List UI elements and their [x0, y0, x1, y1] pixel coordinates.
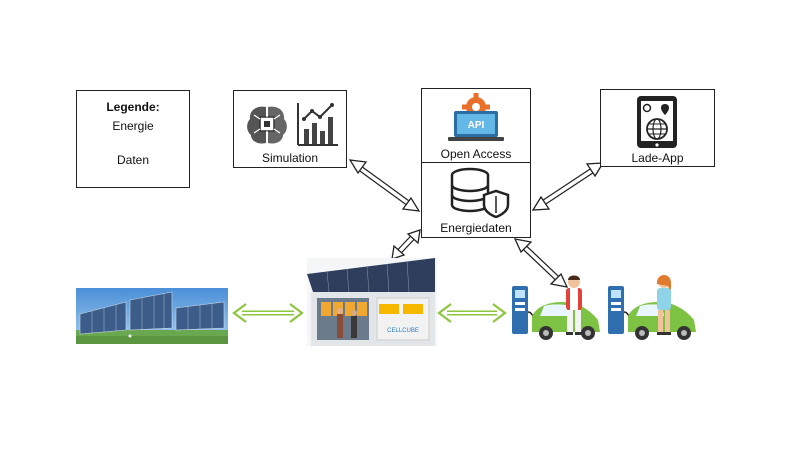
ev-charging-illustration: [512, 275, 696, 340]
simulation-box: Simulation: [233, 90, 347, 168]
arrow-simulation-energiedaten: [348, 159, 421, 212]
legend-energy-label: Energie: [112, 119, 154, 133]
energiedaten-label: Energiedaten: [440, 221, 512, 235]
charger-station-icon: [512, 286, 541, 334]
database-shield-icon: [450, 167, 510, 219]
legend-title: Legende:: [106, 100, 160, 114]
api-laptop-icon: API: [448, 93, 504, 141]
arrow-solar-container-energy: [232, 303, 304, 323]
simulation-label: Simulation: [261, 151, 319, 165]
simulation-icons: [247, 103, 338, 146]
brain-chip-icon: [247, 106, 287, 144]
api-badge: API: [468, 120, 485, 131]
energiedaten-box: Energiedaten: [421, 162, 531, 238]
container-brand-text: CELLCUBE: [387, 328, 419, 334]
open-access-box: API Open Access: [421, 88, 531, 164]
arrow-energiedaten-charging: [513, 238, 569, 288]
electric-car-icon: [532, 302, 600, 340]
person-man-icon: [566, 275, 582, 335]
solar-park-photo: [76, 288, 228, 344]
arrow-energiedaten-ladeapp: [531, 162, 605, 211]
legend-box: Legende: Energie Daten: [76, 90, 190, 188]
arrow-energiedaten-container: [391, 229, 421, 260]
bar-chart-icon: [297, 103, 338, 146]
arrow-container-charging-energy: [437, 303, 507, 323]
tablet-map-icon: [637, 96, 677, 148]
open-access-label: Open Access: [440, 147, 512, 161]
battery-container-photo: CELLCUBE: [307, 258, 437, 346]
lade-app-label: Lade-App: [631, 151, 684, 165]
person-woman-icon: [656, 275, 672, 335]
lade-app-box: Lade-App: [600, 89, 715, 167]
legend-data-label: Daten: [116, 153, 150, 167]
